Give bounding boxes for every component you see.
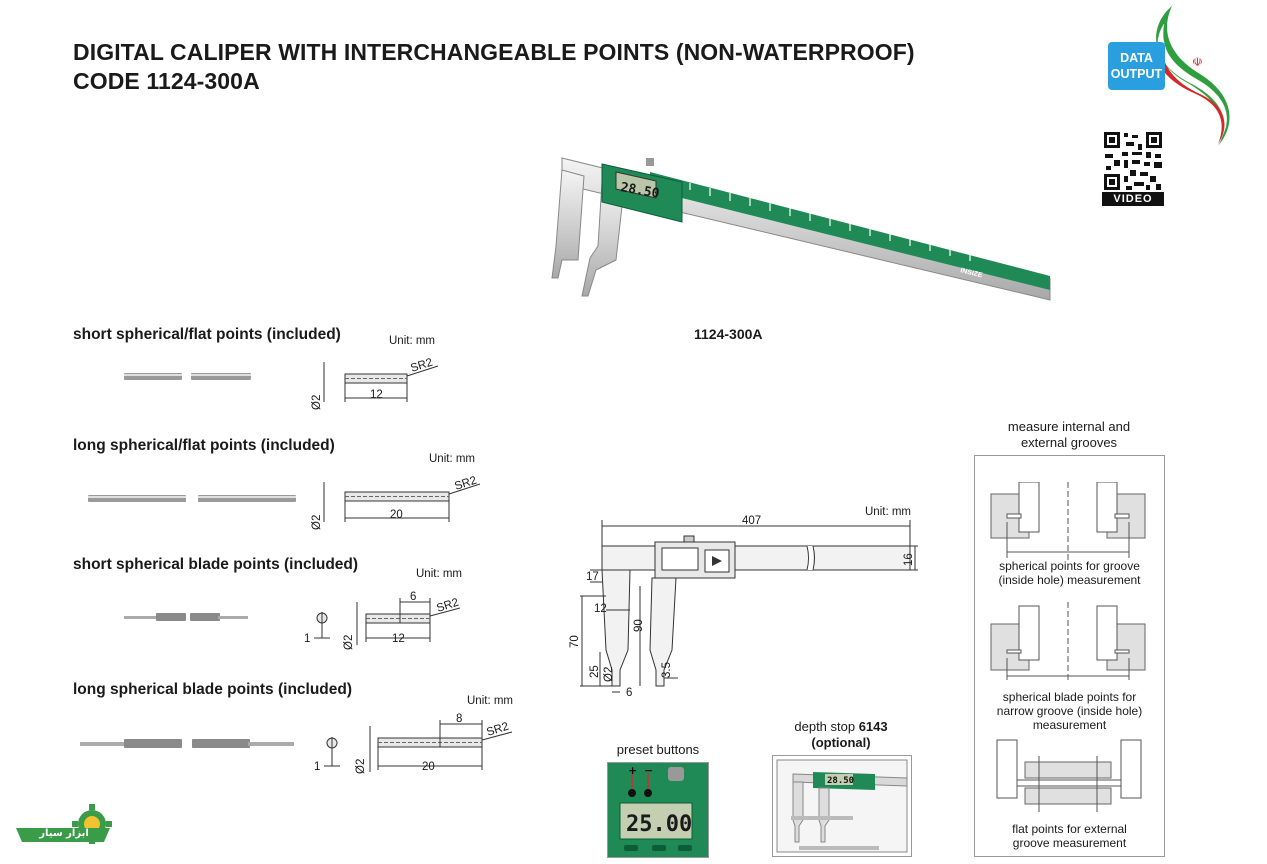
groove-caption-1: spherical points for groove (inside hole…	[977, 559, 1162, 587]
short-blade-len: 12	[392, 633, 405, 645]
groove-caption-2: spherical blade points for narrow groove…	[977, 690, 1162, 732]
product-code-label: 1124-300A	[694, 326, 763, 342]
caliper-dimension-drawing: 407 16 17 70 12 90 25 Ø2 3.5 6	[569, 515, 918, 699]
company-logo: ابزار سیار	[14, 802, 114, 850]
long-flat-dia: Ø2	[311, 515, 323, 530]
preset-buttons-photo: + − 25.00	[607, 762, 709, 858]
points-unit-1: Unit: mm	[389, 335, 435, 347]
short-blade-dia: Ø2	[343, 635, 355, 650]
groove-caption-1-l2: (inside hole) measurement	[998, 573, 1141, 587]
groove-caption-3-l2: groove measurement	[1012, 836, 1127, 850]
data-output-badge: DATA OUTPUT	[1108, 42, 1165, 90]
gear-icon	[16, 804, 112, 844]
groove-diagram-inside-blade	[990, 602, 1146, 682]
grooves-panel: spherical points for groove (inside hole…	[974, 455, 1165, 857]
long-blade-width: 1	[314, 761, 320, 773]
groove-caption-2-l2: narrow groove (inside hole)	[996, 704, 1143, 718]
groove-caption-2-l3: measurement	[1032, 718, 1107, 732]
badge-line-1: DATA	[1120, 51, 1153, 65]
groove-caption-1-l1: spherical points for groove	[999, 559, 1140, 573]
short-flat-points-drawing: 12 SR2 Ø2	[311, 357, 439, 410]
title-line-1: DIGITAL CALIPER WITH INTERCHANGEABLE POI…	[73, 39, 915, 65]
short-blade-width: 1	[304, 633, 310, 645]
preset-plus-icon: +	[628, 764, 637, 777]
long-blade-points-photo	[80, 739, 294, 748]
dim-12: 12	[594, 603, 607, 615]
depth-stop-photo: 28.50	[772, 755, 912, 857]
short-blade-tip: 6	[410, 591, 416, 603]
points-unit-4: Unit: mm	[467, 695, 513, 707]
dim-total: 407	[742, 515, 761, 527]
title-line-2: CODE 1124-300A	[73, 68, 260, 94]
long-flat-points-drawing: 20 SR2 Ø2	[311, 475, 481, 530]
long-flat-points-photo	[88, 495, 296, 502]
points-heading-2: long spherical/flat points (included)	[73, 437, 335, 454]
long-blade-tip: 8	[456, 713, 462, 725]
groove-caption-3: flat points for external groove measurem…	[977, 822, 1162, 850]
depth-stop-title: depth stop 6143 (optional)	[776, 719, 906, 751]
dim-17: 17	[586, 571, 599, 583]
dim-3-5: 3.5	[661, 662, 673, 678]
points-unit-2: Unit: mm	[429, 453, 475, 465]
long-flat-sr: SR2	[453, 475, 478, 493]
groove-diagram-external-flat	[996, 739, 1142, 812]
long-flat-len: 20	[390, 509, 403, 521]
dim-height: 16	[903, 553, 915, 566]
depth-stop-title-a: depth stop	[794, 719, 859, 734]
depth-stop-code: 6143	[858, 719, 888, 734]
short-blade-sr: SR2	[435, 597, 460, 615]
dim-90: 90	[633, 619, 645, 632]
main-drawing-unit: Unit: mm	[865, 506, 911, 518]
short-blade-points-photo	[124, 613, 248, 621]
short-flat-dia: Ø2	[311, 395, 323, 410]
svg-text:☫: ☫	[1192, 55, 1203, 69]
qr-video-code[interactable]: VIDEO	[1102, 130, 1164, 208]
points-heading-4: long spherical blade points (included)	[73, 681, 353, 698]
grooves-title: measure internal and external grooves	[976, 419, 1162, 451]
qr-video-label: VIDEO	[1102, 192, 1164, 206]
dim-6: 6	[626, 687, 632, 699]
long-blade-points-drawing: 1 8 20 SR2 Ø2	[314, 713, 513, 774]
points-unit-3: Unit: mm	[416, 568, 462, 580]
depth-stop-lcd: 28.50	[827, 776, 854, 786]
product-lcd-value: 28.50	[619, 180, 660, 202]
caliper-product-photo: INSIZE 28.50	[551, 157, 1051, 301]
depth-stop-optional: (optional)	[811, 735, 871, 750]
badge-line-2: OUTPUT	[1110, 67, 1163, 81]
grooves-title-1: measure internal and	[1007, 419, 1131, 434]
groove-caption-2-l1: spherical blade points for	[1002, 690, 1137, 704]
short-flat-len: 12	[370, 389, 383, 401]
preset-lcd-value: 25.00	[626, 812, 692, 837]
points-heading-3: short spherical blade points (included)	[73, 556, 359, 573]
short-blade-points-drawing: 1 6 12 SR2 Ø2	[304, 591, 460, 650]
dim-25: 25	[589, 665, 601, 678]
qr-code-icon	[1102, 130, 1164, 192]
groove-diagram-inside-spherical	[990, 482, 1146, 562]
long-blade-len: 20	[422, 761, 435, 773]
short-flat-points-photo	[124, 373, 251, 380]
page-title: DIGITAL CALIPER WITH INTERCHANGEABLE POI…	[73, 38, 915, 96]
short-flat-sr: SR2	[409, 357, 434, 375]
preset-minus-icon: −	[644, 764, 653, 777]
groove-caption-3-l1: flat points for external	[1012, 822, 1127, 836]
flag-swoosh-logo: ☫	[1156, 6, 1230, 146]
points-heading-1: short spherical/flat points (included)	[73, 326, 341, 343]
dim-70: 70	[569, 635, 581, 648]
grooves-title-2: external grooves	[1020, 435, 1118, 450]
long-blade-dia: Ø2	[355, 759, 367, 774]
preset-title: preset buttons	[616, 742, 700, 757]
company-logo-text: ابزار سیار	[39, 828, 89, 839]
dim-dia: Ø2	[603, 667, 615, 682]
